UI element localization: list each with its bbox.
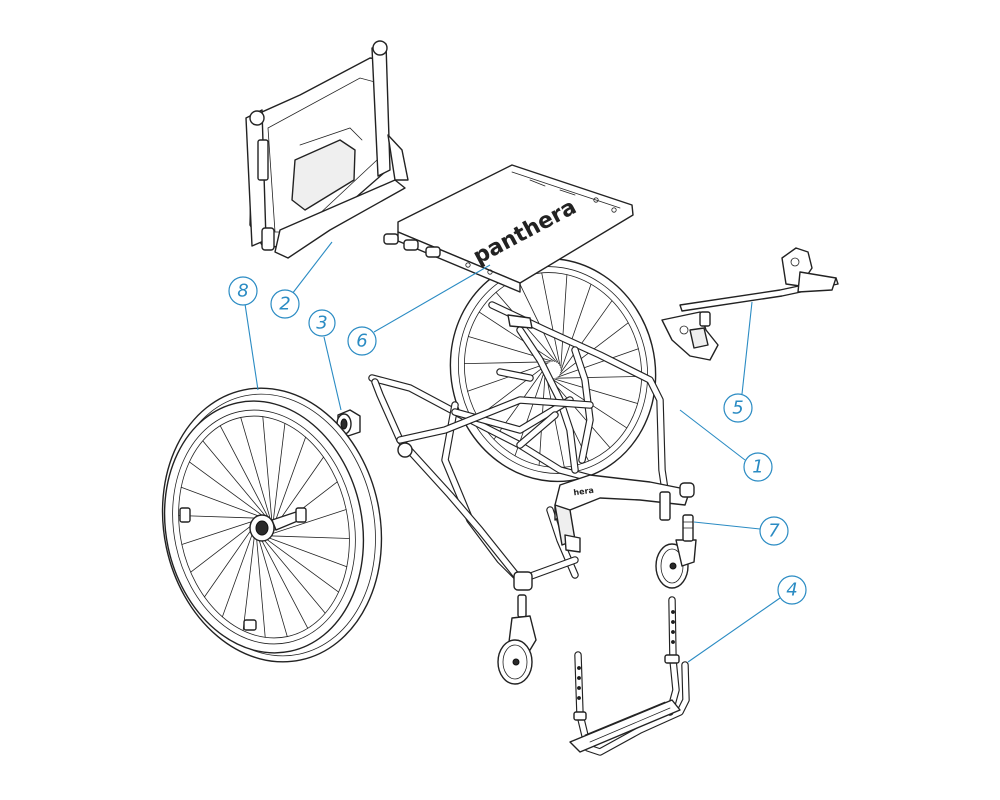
backrest bbox=[245, 40, 409, 259]
spoke bbox=[204, 523, 256, 598]
svg-text:6: 6 bbox=[356, 331, 367, 352]
svg-text:8: 8 bbox=[237, 281, 248, 302]
spoke bbox=[181, 519, 259, 545]
spoke bbox=[269, 509, 347, 535]
svg-text:5: 5 bbox=[732, 398, 743, 419]
spoke bbox=[548, 377, 611, 449]
spoke bbox=[263, 536, 340, 593]
spoke bbox=[258, 534, 309, 629]
spoke bbox=[240, 416, 272, 521]
spoke bbox=[262, 416, 273, 523]
spoke bbox=[180, 486, 263, 518]
wheelchair-frame: hera bbox=[368, 301, 695, 591]
spoke bbox=[557, 348, 639, 378]
spoke bbox=[219, 425, 270, 520]
spoke bbox=[560, 274, 568, 369]
spoke bbox=[188, 461, 265, 518]
spoke bbox=[202, 440, 268, 518]
spoke bbox=[256, 533, 288, 637]
spoke bbox=[265, 536, 348, 568]
spoke bbox=[272, 422, 286, 526]
callout-1: 1 bbox=[679, 409, 773, 482]
svg-text:3: 3 bbox=[316, 313, 327, 334]
spoke bbox=[555, 375, 642, 379]
callout-5: 5 bbox=[723, 301, 753, 423]
spoke bbox=[463, 361, 551, 365]
svg-text:1: 1 bbox=[752, 457, 763, 478]
spoke bbox=[221, 526, 256, 618]
spoke bbox=[267, 535, 350, 539]
spoke bbox=[272, 436, 307, 528]
spoke bbox=[560, 300, 613, 374]
spoke bbox=[517, 278, 559, 365]
spoke bbox=[545, 373, 565, 468]
spoke bbox=[255, 531, 266, 638]
spoke bbox=[541, 272, 561, 367]
callout-4: 4 bbox=[687, 575, 807, 663]
spoke bbox=[242, 528, 256, 631]
front-caster-right bbox=[655, 539, 697, 589]
frame-brand-label: hera bbox=[573, 486, 595, 498]
callout-2: 2 bbox=[270, 241, 333, 319]
footrest bbox=[569, 596, 690, 756]
spoke bbox=[478, 311, 555, 362]
spoke bbox=[560, 283, 592, 371]
callout-6: 6 bbox=[347, 264, 491, 356]
rear-wheel-spokes bbox=[178, 416, 350, 638]
spoke bbox=[260, 536, 326, 614]
spoke bbox=[178, 515, 261, 519]
callout-3: 3 bbox=[308, 309, 342, 411]
callout-7: 7 bbox=[693, 516, 789, 546]
callout-8: 8 bbox=[228, 276, 259, 391]
spoke bbox=[190, 521, 257, 573]
svg-text:4: 4 bbox=[786, 580, 797, 601]
svg-text:7: 7 bbox=[768, 521, 780, 542]
seat-plate: panthera bbox=[383, 164, 634, 293]
wheel-brake bbox=[661, 247, 839, 361]
caster-fork-stem bbox=[682, 514, 694, 542]
rear-wheel bbox=[161, 387, 383, 663]
spoke bbox=[553, 378, 638, 404]
front-caster-left bbox=[497, 594, 537, 685]
svg-text:2: 2 bbox=[279, 294, 290, 315]
